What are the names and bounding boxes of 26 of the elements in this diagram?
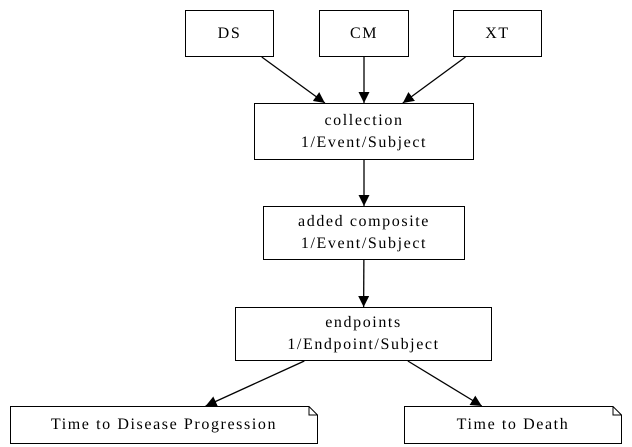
process-box [263, 206, 465, 260]
process-box [319, 10, 409, 57]
node-label: collection [324, 110, 404, 130]
arrow [402, 56, 466, 104]
note-box [404, 406, 622, 444]
node-label: Time to Death [456, 415, 570, 435]
node-label: DS [218, 24, 242, 44]
node-label: added composite [298, 212, 430, 232]
process-box [254, 103, 474, 160]
node-label: CM [350, 24, 378, 44]
node-label: Time to Disease Progression [50, 415, 278, 435]
arrow [358, 260, 370, 307]
process-box [185, 10, 274, 57]
process-box [453, 10, 542, 57]
node-label: 1/Event/Subject [300, 234, 428, 254]
arrow [408, 360, 482, 407]
arrow [358, 57, 370, 103]
node-label: 1/Event/Subject [300, 132, 428, 152]
node-label: XT [485, 24, 510, 44]
arrow [358, 160, 370, 206]
note-box [10, 406, 318, 444]
arrow [205, 360, 305, 407]
node-label: 1/Endpoint/Subject [287, 335, 440, 355]
process-box [235, 307, 492, 361]
node-label: endpoints [325, 313, 402, 333]
arrow [261, 56, 326, 104]
